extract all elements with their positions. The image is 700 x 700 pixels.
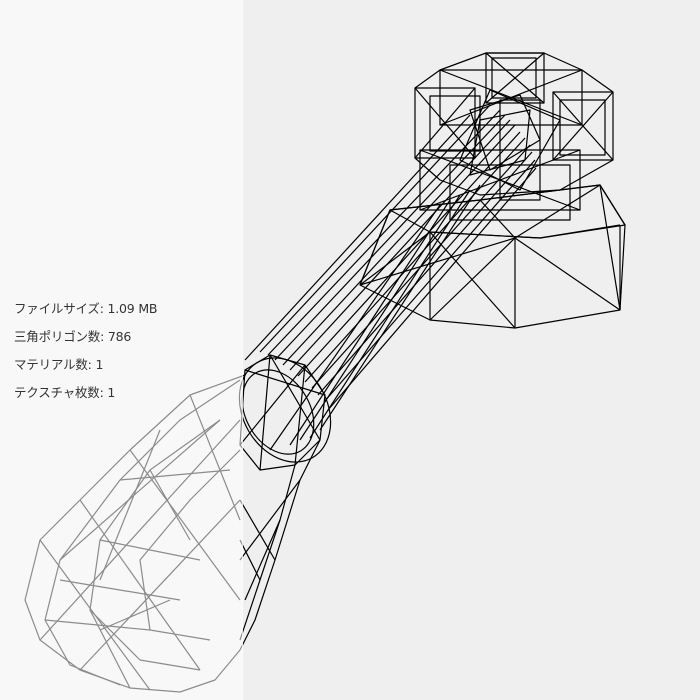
shaft-wireframe: [244, 104, 537, 451]
base-wireframe: [359, 184, 626, 329]
body-wireframe: [239, 439, 321, 651]
stat-material-count: マテリアル数: 1: [14, 357, 104, 372]
stat-triangle-count: 三角ポリゴン数: 786: [14, 329, 132, 344]
model-stats: ファイルサイズ: 1.09 MB 三角ポリゴン数: 786 マテリアル数: 1 …: [14, 300, 157, 412]
stat-texture-count: テクスチャ枚数: 1: [14, 385, 116, 400]
head-wireframe: [414, 52, 614, 221]
info-panel: ファイルサイズ: 1.09 MB 三角ポリゴン数: 786 マテリアル数: 1 …: [0, 0, 243, 700]
stat-file-size: ファイルサイズ: 1.09 MB: [14, 301, 158, 316]
